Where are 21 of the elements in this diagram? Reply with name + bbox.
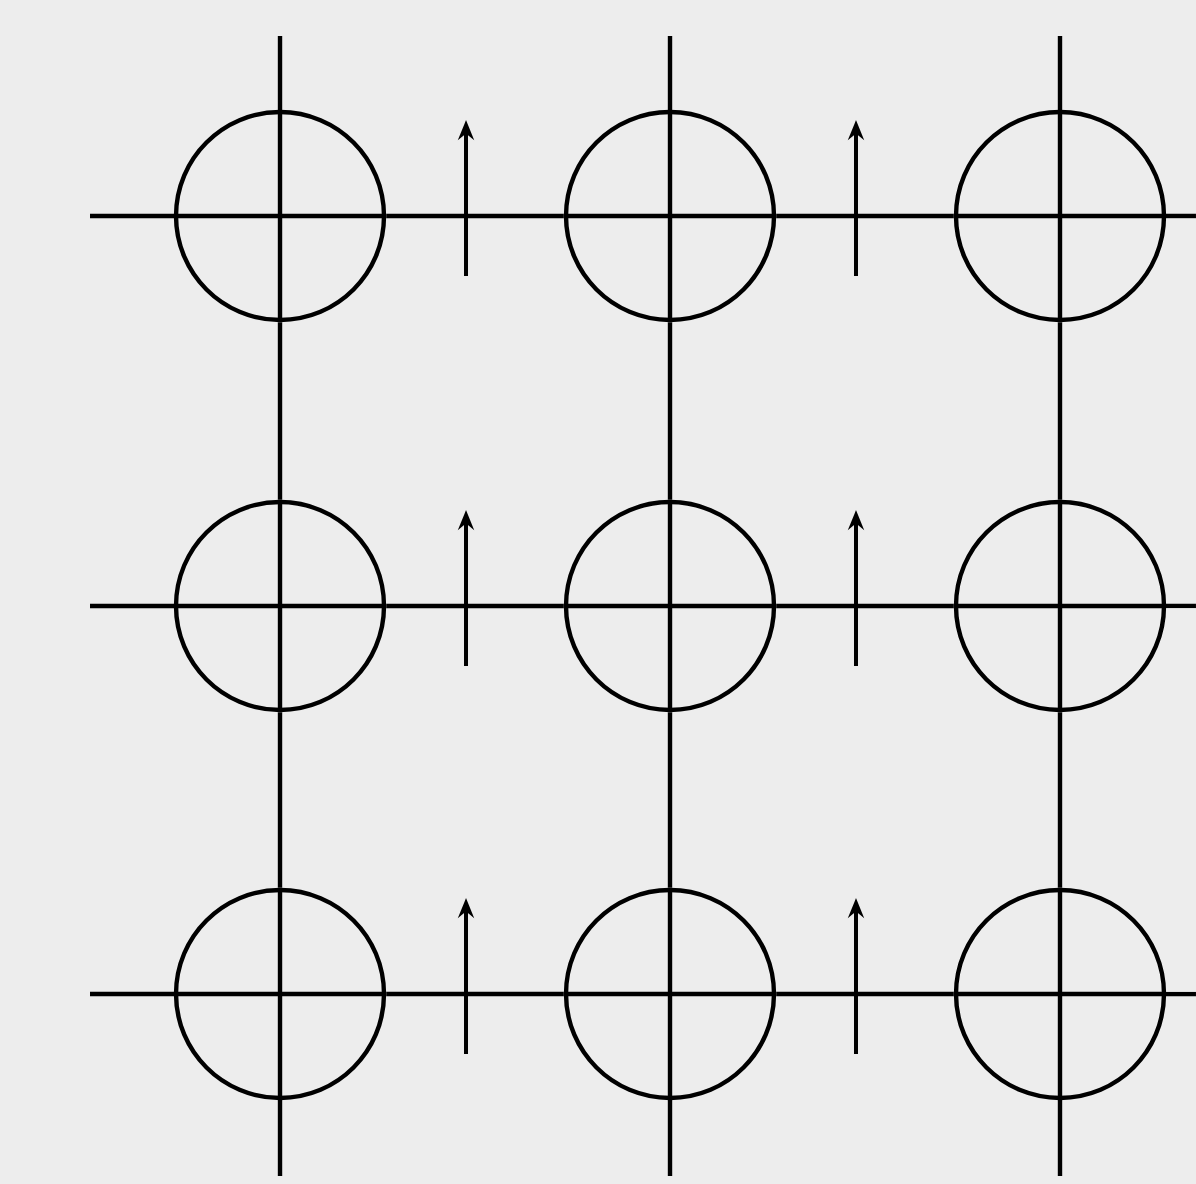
crossed-circle — [953, 499, 1167, 713]
grid-line — [1057, 712, 1063, 888]
grid-line — [277, 712, 283, 888]
grid-line — [776, 603, 954, 609]
crossed-circle — [563, 109, 777, 323]
grid-line — [386, 213, 564, 219]
crossed-circle — [953, 109, 1167, 323]
crossed-circle — [563, 887, 777, 1101]
crossed-circle — [173, 887, 387, 1101]
grid-line — [386, 991, 564, 997]
crossed-circle — [953, 887, 1167, 1101]
grid-line — [386, 603, 564, 609]
grid-line — [776, 991, 954, 997]
grid-line — [667, 712, 673, 888]
crossed-circle — [173, 499, 387, 713]
grid-line — [667, 322, 673, 500]
grid-line — [1057, 322, 1063, 500]
crossed-circle — [173, 109, 387, 323]
grid-line — [776, 213, 954, 219]
crossed-circle — [563, 499, 777, 713]
grid-line — [277, 322, 283, 500]
